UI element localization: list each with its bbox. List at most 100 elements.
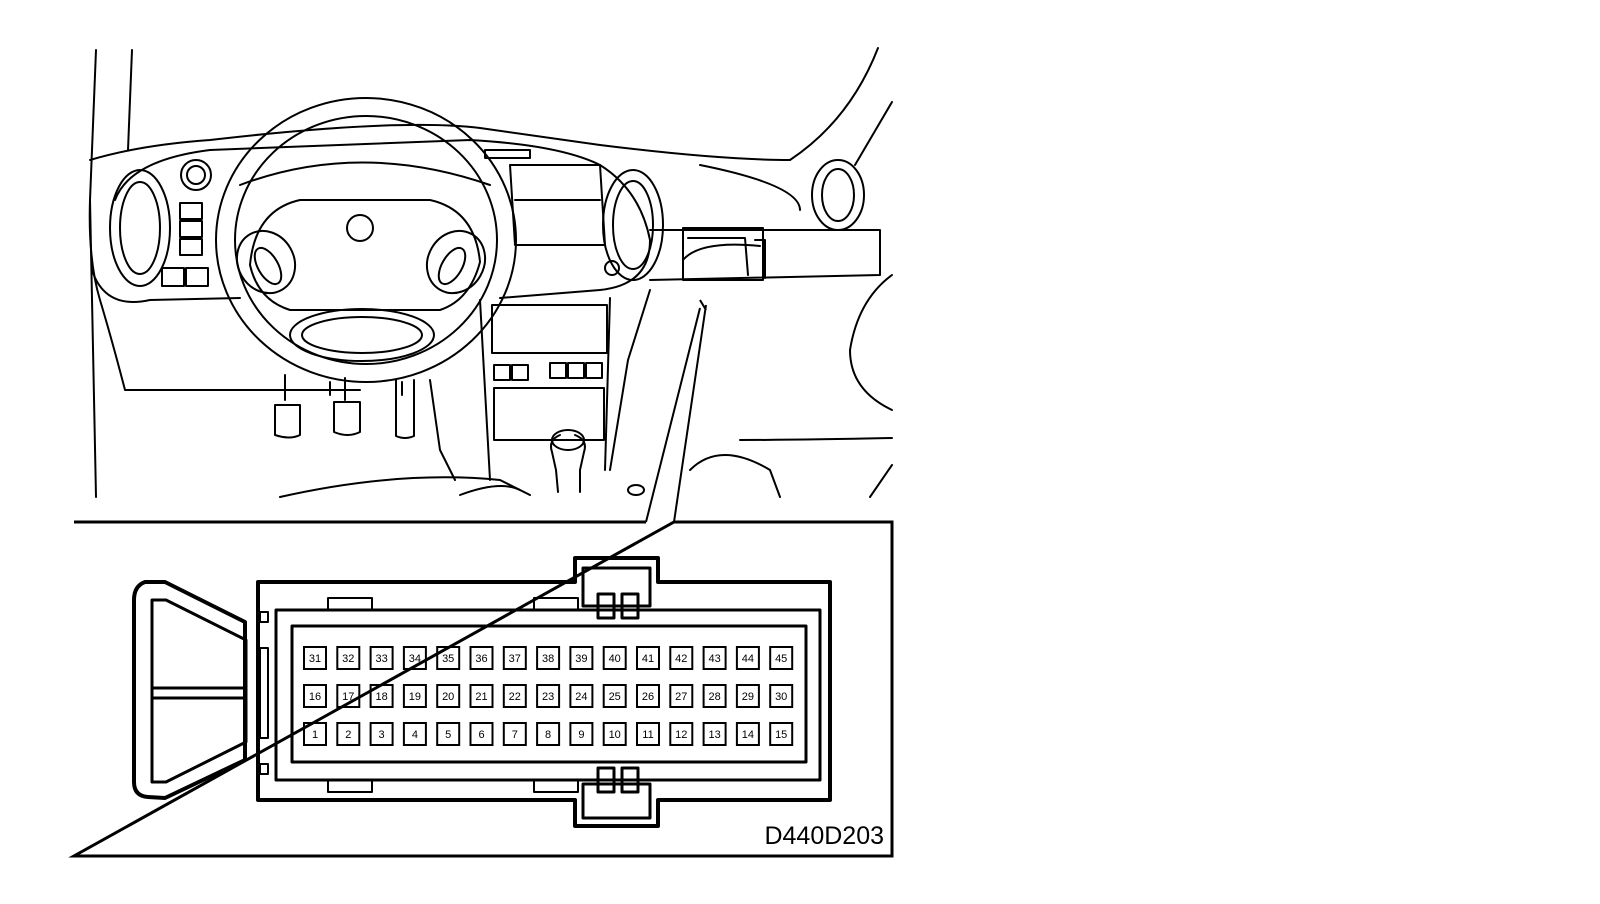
passenger-footwell xyxy=(689,454,781,498)
pin-14: 14 xyxy=(735,722,760,746)
pin-15: 15 xyxy=(769,722,794,746)
pin-number-label: 28 xyxy=(708,691,720,703)
pin-number-label: 34 xyxy=(409,653,421,665)
connector-top-key-latch xyxy=(596,592,640,620)
pin-cell xyxy=(769,722,794,746)
pedal-accelerator xyxy=(395,379,415,439)
climate-button-1 xyxy=(493,364,511,381)
left-air-vent-inner xyxy=(119,181,161,275)
pin-7: 7 xyxy=(502,722,527,746)
connector-side-tab-mid xyxy=(259,647,269,739)
pin-cell xyxy=(436,722,461,746)
headlight-knob xyxy=(180,159,212,191)
pin-number-label: 38 xyxy=(542,653,554,665)
hazard-button xyxy=(604,260,620,276)
pin-38: 38 xyxy=(536,646,561,670)
pin-cell xyxy=(502,646,527,670)
pin-number-label: 43 xyxy=(708,653,720,665)
pin-29: 29 xyxy=(735,684,760,708)
pin-number-label: 29 xyxy=(742,691,754,703)
pin-number-label: 7 xyxy=(512,729,518,741)
pin-number-label: 16 xyxy=(309,691,321,703)
connector-side-tab-bottom xyxy=(259,763,269,775)
dashboard-body xyxy=(88,199,361,391)
pin-number-label: 5 xyxy=(445,729,451,741)
pin-cell xyxy=(369,684,394,708)
dashboard-top xyxy=(89,123,791,161)
pin-number-label: 22 xyxy=(509,691,521,703)
pin-40: 40 xyxy=(602,646,627,670)
pin-19: 19 xyxy=(402,684,427,708)
pin-45: 45 xyxy=(769,646,794,670)
pin-cell xyxy=(702,646,727,670)
pin-cell xyxy=(336,684,361,708)
pin-number-label: 41 xyxy=(642,653,654,665)
leader-line xyxy=(645,304,707,523)
left-air-vent xyxy=(109,169,171,287)
pin-25: 25 xyxy=(602,684,627,708)
pin-cell xyxy=(402,722,427,746)
dashboard-right-top xyxy=(789,47,879,161)
pin-21: 21 xyxy=(469,684,494,708)
floor-line-1 xyxy=(279,476,531,498)
pin-number-label: 18 xyxy=(375,691,387,703)
right-air-vent xyxy=(811,159,865,231)
pin-cell xyxy=(636,722,660,746)
pin-number-label: 44 xyxy=(742,653,754,665)
reference-code: D440D203 xyxy=(764,822,884,850)
pin-1: 1 xyxy=(303,722,327,746)
steering-wheel-left-spoke-btn xyxy=(253,246,283,286)
pin-number-label: 33 xyxy=(375,653,387,665)
steering-wheel-rim-inner xyxy=(234,115,498,365)
pin-24: 24 xyxy=(569,684,594,708)
pin-cell xyxy=(602,646,627,670)
center-slot xyxy=(484,149,531,159)
pin-cell xyxy=(303,684,327,708)
pin-cell xyxy=(536,646,561,670)
pin-18: 18 xyxy=(369,684,394,708)
pin-cell xyxy=(402,684,427,708)
connector-bottom-tab-left xyxy=(327,779,373,793)
steering-column xyxy=(329,381,403,396)
pin-cell xyxy=(536,684,561,708)
pin-cell xyxy=(636,646,660,670)
pin-number-label: 19 xyxy=(409,691,421,703)
pin-cell xyxy=(369,646,394,670)
pin-cell xyxy=(702,722,727,746)
steering-wheel-emblem xyxy=(346,214,374,242)
pin-number-label: 14 xyxy=(742,729,754,741)
pin-number-label: 32 xyxy=(342,653,354,665)
pin-number-label: 27 xyxy=(675,691,687,703)
pin-cell xyxy=(402,646,427,670)
pin-20: 20 xyxy=(436,684,461,708)
radio-panel xyxy=(491,304,608,354)
pin-number-label: 12 xyxy=(675,729,687,741)
pin-16: 16 xyxy=(303,684,327,708)
pin-8: 8 xyxy=(536,722,561,746)
steering-wheel-rim xyxy=(215,97,517,383)
pin-cell xyxy=(669,646,694,670)
pin-number-label: 1 xyxy=(312,729,318,741)
pin-23: 23 xyxy=(536,684,561,708)
pin-27: 27 xyxy=(669,684,694,708)
connector-bottom-key xyxy=(581,782,652,820)
climate-button-3 xyxy=(549,362,567,379)
pin-35: 35 xyxy=(436,646,461,670)
glovebox-edge xyxy=(699,164,801,211)
pin-cell xyxy=(569,684,594,708)
pin-11: 11 xyxy=(636,722,660,746)
pin-number-label: 20 xyxy=(442,691,454,703)
connector-side-tab-top xyxy=(259,611,269,623)
connector-latch-divider xyxy=(152,686,246,700)
center-console-storage xyxy=(493,387,605,441)
pin-number-label: 24 xyxy=(575,691,587,703)
headlight-knob-inner xyxy=(186,165,206,185)
pin-number-label: 11 xyxy=(642,729,653,741)
leader-line-top xyxy=(699,299,707,311)
pin-number-label: 3 xyxy=(379,729,385,741)
pin-10: 10 xyxy=(602,722,627,746)
pin-cell xyxy=(469,722,494,746)
pin-28: 28 xyxy=(702,684,727,708)
pin-number-label: 13 xyxy=(708,729,720,741)
